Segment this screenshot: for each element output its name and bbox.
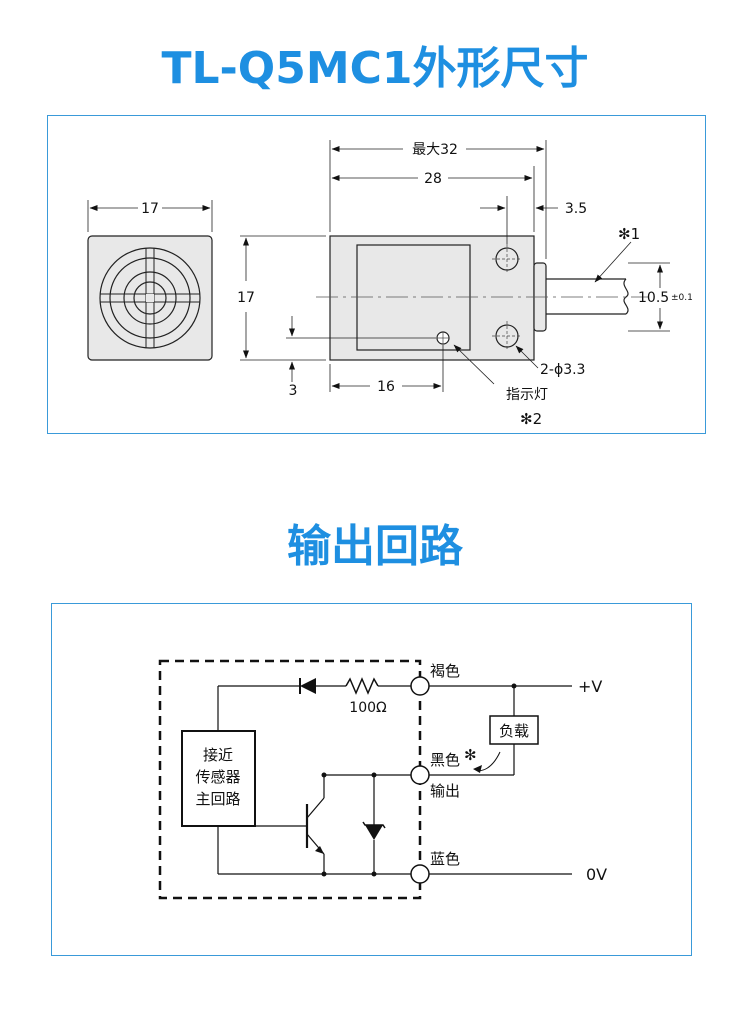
sensing-face-outer (99, 247, 201, 349)
front-view: 17 (87, 200, 213, 361)
wire-brown-label: 褐色 (430, 662, 460, 680)
wire-black-label: 黑色 (430, 751, 460, 769)
terminal-black (410, 765, 430, 785)
black-note-label: ✻ (464, 746, 477, 764)
main-circuit-line2: 传感器 (195, 768, 240, 786)
note2-label: ✻2 (520, 410, 542, 428)
hole-offset-label: 3.5 (565, 201, 587, 217)
hole-spec-label: 2-ϕ3.3 (540, 362, 585, 378)
body-length-label: 28 (424, 171, 442, 187)
dimension-title: TL-Q5MC1外形尺寸 (161, 43, 589, 94)
load-label: 负载 (499, 722, 529, 740)
dimension-drawing: 17 最大32 (87, 140, 693, 428)
wire-blue-label: 蓝色 (430, 850, 460, 868)
side-view: 最大32 28 3.5 17 10.5 ±0.1 (237, 140, 693, 428)
cable-diameter-label: 10.5 (638, 290, 669, 306)
terminal-blue (410, 864, 430, 884)
resistor-icon (345, 677, 379, 695)
indicator-y-label: 3 (289, 383, 298, 399)
resistor-label: 100Ω (349, 700, 387, 716)
main-circuit-line1: 接近 (203, 746, 233, 764)
circuit-panel: 接近 传感器 主回路 100Ω (51, 603, 692, 956)
main-circuit-line3: 主回路 (195, 790, 240, 808)
main-circuit-block (181, 730, 256, 827)
load-box (489, 715, 539, 745)
front-width-label: 17 (141, 201, 159, 217)
zener-icon (365, 825, 383, 840)
indicator-label: 指示灯 (506, 387, 548, 403)
cable-tolerance-label: ±0.1 (671, 293, 693, 303)
output-label: 输出 (430, 782, 460, 800)
supply-zero-label: 0V (586, 865, 607, 884)
note1-label: ✻1 (618, 225, 640, 243)
dimension-panel: 17 最大32 (47, 115, 706, 434)
side-window (356, 244, 471, 351)
height-label: 17 (237, 290, 255, 306)
indicator-x-label: 16 (377, 379, 395, 395)
supply-pos-label: +V (578, 677, 602, 696)
terminal-brown (410, 676, 430, 696)
diode-icon (300, 678, 316, 694)
circuit-diagram: 接近 传感器 主回路 100Ω (158, 659, 607, 900)
max-length-label: 最大32 (412, 142, 458, 158)
circuit-title: 输出回路 (287, 521, 463, 572)
